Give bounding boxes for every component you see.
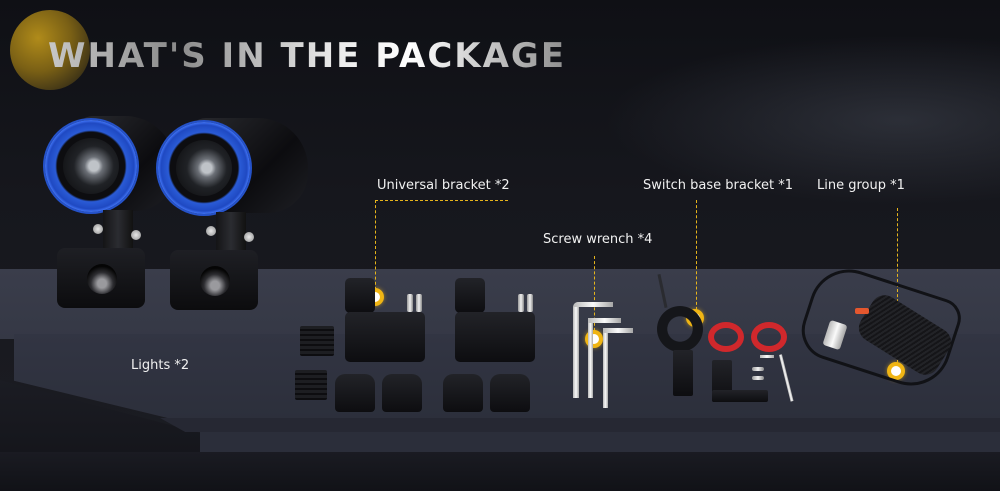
- screw-icon: [752, 376, 764, 380]
- callout-line: [696, 200, 697, 315]
- l-bracket-icon: [712, 390, 768, 402]
- hex-wrench-icon: [588, 318, 621, 323]
- screw-icon: [407, 294, 413, 312]
- screw-icon: [752, 367, 764, 371]
- bracket-clamp-icon: [345, 312, 425, 362]
- hex-wrench-icon: [573, 302, 613, 307]
- rubber-ring-icon: [751, 322, 787, 352]
- clamp-insert-icon: [443, 374, 483, 412]
- hex-wrench-icon: [760, 355, 774, 358]
- item-label-switch-base-bracket: Switch base bracket *1: [643, 178, 794, 193]
- bracket-hinge-icon: [455, 278, 485, 313]
- switch-bracket-ring-icon: [657, 306, 703, 352]
- bracket-hinge-icon: [345, 278, 375, 313]
- led-light-icon: [45, 108, 185, 318]
- item-label-universal-bracket: Universal bracket *2: [377, 178, 510, 193]
- item-label-line-group: Line group *1: [817, 178, 905, 193]
- callout-line: [375, 200, 508, 201]
- callout-line: [594, 256, 595, 336]
- hex-wrench-icon: [603, 328, 608, 408]
- screw-icon: [416, 294, 422, 312]
- clamp-insert-icon: [382, 374, 422, 412]
- bracket-clamp-icon: [455, 312, 535, 362]
- clamp-insert-icon: [335, 374, 375, 412]
- callout-dot: [887, 362, 905, 380]
- fuse-holder-icon: [855, 308, 869, 314]
- platform-edge: [160, 418, 1000, 432]
- led-light-icon: [158, 110, 318, 320]
- floor: [0, 452, 1000, 491]
- rubber-pad-icon: [295, 370, 327, 400]
- clamp-insert-icon: [490, 374, 530, 412]
- rubber-ring-icon: [708, 322, 744, 352]
- hex-wrench-icon: [573, 302, 579, 398]
- page-title: WHAT'S IN THE PACKAGE: [48, 36, 567, 76]
- gold-orb-decoration: [10, 10, 90, 90]
- switch-bracket-arm-icon: [673, 350, 693, 396]
- screw-icon: [518, 294, 524, 312]
- item-label-lights: Lights *2: [131, 358, 190, 373]
- hex-wrench-icon: [603, 328, 633, 333]
- hex-wrench-icon: [588, 318, 593, 398]
- rubber-pad-icon: [300, 326, 334, 356]
- item-label-screw-wrench: Screw wrench *4: [543, 232, 653, 247]
- callout-line: [897, 208, 898, 368]
- platform-step: [200, 432, 1000, 452]
- screw-icon: [527, 294, 533, 312]
- callout-line: [375, 200, 376, 295]
